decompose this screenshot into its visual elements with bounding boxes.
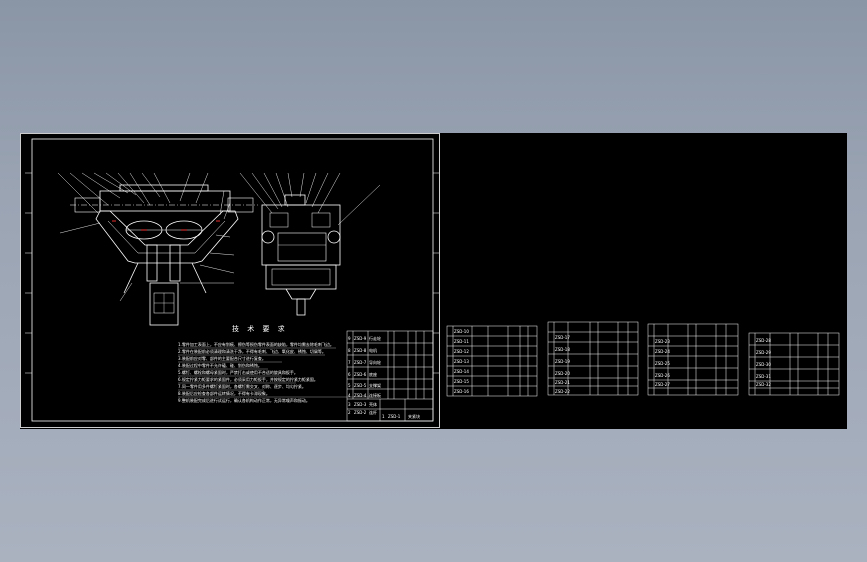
parts-list-sheet-2 — [547, 321, 639, 396]
tech-note-8: 8.装配后应检查各部件运转情况，不得有卡滞现象。 — [178, 390, 270, 396]
tech-note-1: 1.零件加工表面上，不应有划痕、擦伤等损伤零件表面的缺陷，零件均需去除毛刺飞边。 — [178, 341, 334, 347]
svg-text:ZSD-28: ZSD-28 — [756, 338, 771, 343]
tech-requirements-title: 技 术 要 求 — [232, 324, 288, 333]
svg-text:6: 6 — [348, 372, 351, 377]
svg-text:ZSD-19: ZSD-19 — [555, 359, 570, 364]
parts-list-main-text: 9 ZSD-9 行走轮 8 ZSD-8 电机 7 ZSD-7 导向轮 6 ZSD… — [348, 335, 420, 419]
side-view-assembly — [261, 194, 341, 316]
svg-text:1: 1 — [382, 414, 385, 419]
sheet-inner-border — [31, 138, 434, 422]
front-view-leader-lines — [57, 172, 235, 302]
cad-drawing-canvas[interactable]: 技 术 要 求 1.零件加工表面上，不应有划痕、擦伤等损伤零件表面的缺陷，零件均… — [20, 133, 847, 429]
svg-text:4: 4 — [348, 393, 351, 398]
svg-text:3: 3 — [348, 402, 351, 407]
svg-text:ZSD-13: ZSD-13 — [454, 359, 469, 364]
tech-note-3: 3.装配前应对零、部件的主要配合尺寸进行复查。 — [178, 355, 266, 361]
svg-text:9: 9 — [348, 336, 351, 341]
main-drawing-sheet — [20, 133, 440, 428]
parts-list-sheet-1 — [446, 325, 538, 397]
svg-text:ZSD-26: ZSD-26 — [655, 373, 670, 378]
svg-text:ZSD-18: ZSD-18 — [555, 347, 570, 352]
svg-text:行走轮: 行走轮 — [369, 335, 381, 341]
svg-text:ZSD-2: ZSD-2 — [354, 410, 367, 415]
svg-text:ZSD-14: ZSD-14 — [454, 369, 469, 374]
svg-text:ZSD-3: ZSD-3 — [354, 402, 367, 407]
side-view-leader-lines — [239, 172, 381, 226]
front-view-red-markers — [112, 220, 220, 231]
parts-sheet-3-text: ZSD-23 ZSD-24 ZSD-25 ZSD-26 ZSD-27 — [655, 339, 670, 387]
svg-text:2: 2 — [348, 410, 351, 415]
cad-drawing: 技 术 要 求 1.零件加工表面上，不应有划痕、擦伤等损伤零件表面的缺陷，零件均… — [20, 133, 840, 428]
svg-text:ZSD-10: ZSD-10 — [454, 329, 469, 334]
svg-text:ZSD-21: ZSD-21 — [555, 380, 570, 385]
svg-text:连杆: 连杆 — [369, 409, 377, 415]
svg-text:ZSD-12: ZSD-12 — [454, 349, 469, 354]
svg-text:连接板: 连接板 — [369, 392, 381, 398]
svg-text:ZSD-9: ZSD-9 — [354, 336, 367, 341]
tech-note-4: 4.装配过程中零件不允许磕、碰、划伤和锈蚀。 — [178, 362, 262, 368]
svg-text:ZSD-25: ZSD-25 — [655, 361, 670, 366]
svg-text:5: 5 — [348, 383, 351, 388]
svg-text:ZSD-24: ZSD-24 — [655, 349, 670, 354]
svg-text:ZSD-16: ZSD-16 — [454, 389, 469, 394]
svg-text:8: 8 — [348, 348, 351, 353]
tech-note-6: 6.规定拧紧力矩要求的紧固件，必须采用力矩扳手，并按规定的拧紧力矩紧固。 — [178, 376, 318, 382]
parts-sheet-2-text: ZSD-17 ZSD-18 ZSD-19 ZSD-20 ZSD-21 ZSD-2… — [555, 335, 570, 394]
svg-text:ZSD-30: ZSD-30 — [756, 362, 771, 367]
svg-text:ZSD-17: ZSD-17 — [555, 335, 570, 340]
svg-text:ZSD-6: ZSD-6 — [354, 372, 367, 377]
tech-notes-text: 1.零件加工表面上，不应有划痕、擦伤等损伤零件表面的缺陷，零件均需去除毛刺飞边。… — [178, 341, 334, 403]
svg-text:7: 7 — [348, 360, 351, 365]
svg-text:电机: 电机 — [369, 347, 377, 353]
tech-note-9: 9.整机装配完成后进行试运行，确认各机构动作正常，无异常噪声和振动。 — [178, 397, 310, 403]
svg-text:壳体: 壳体 — [369, 401, 377, 407]
sheet-outer-border — [20, 133, 440, 428]
parts-list-sheet-3 — [647, 323, 739, 396]
svg-text:ZSD-7: ZSD-7 — [354, 360, 367, 365]
parts-sheet-4-text: ZSD-28 ZSD-29 ZSD-30 ZSD-31 ZSD-32 — [756, 338, 771, 387]
svg-text:ZSD-8: ZSD-8 — [354, 348, 367, 353]
svg-text:ZSD-4: ZSD-4 — [354, 393, 367, 398]
svg-text:支撑架: 支撑架 — [369, 382, 381, 388]
svg-text:ZSD-20: ZSD-20 — [555, 371, 570, 376]
svg-text:ZSD-31: ZSD-31 — [756, 374, 771, 379]
svg-text:夹紧块: 夹紧块 — [408, 413, 420, 419]
front-view-assembly — [70, 184, 258, 326]
parts-sheet-1-text: ZSD-10 ZSD-11 ZSD-12 ZSD-13 ZSD-14 ZSD-1… — [454, 329, 469, 394]
svg-text:ZSD-1: ZSD-1 — [388, 414, 401, 419]
parts-list-sheet-4 — [748, 332, 840, 396]
parts-list-table-main — [346, 330, 434, 422]
svg-text:ZSD-23: ZSD-23 — [655, 339, 670, 344]
tech-note-2: 2.零件在装配前必须清理和清洗干净，不得有毛刺、飞边、氧化皮、锈蚀、切屑等。 — [178, 348, 326, 354]
svg-text:ZSD-5: ZSD-5 — [354, 383, 367, 388]
tech-note-7: 7.同一零件用多件螺钉紧固时，各螺钉需交叉、对称、逐步、均匀拧紧。 — [178, 383, 306, 389]
tech-note-5: 5.螺钉、螺栓和螺母紧固时，严禁打击或使用不合适的旋具和扳手。 — [178, 369, 298, 375]
svg-text:导向轮: 导向轮 — [369, 359, 381, 365]
svg-text:ZSD-29: ZSD-29 — [756, 350, 771, 355]
svg-text:ZSD-32: ZSD-32 — [756, 382, 771, 387]
svg-text:ZSD-22: ZSD-22 — [555, 389, 570, 394]
svg-text:ZSD-15: ZSD-15 — [454, 379, 469, 384]
svg-text:ZSD-11: ZSD-11 — [454, 339, 469, 344]
svg-text:ZSD-27: ZSD-27 — [655, 382, 670, 387]
svg-text:底座: 底座 — [369, 371, 377, 377]
tech-notes-block — [178, 347, 370, 398]
